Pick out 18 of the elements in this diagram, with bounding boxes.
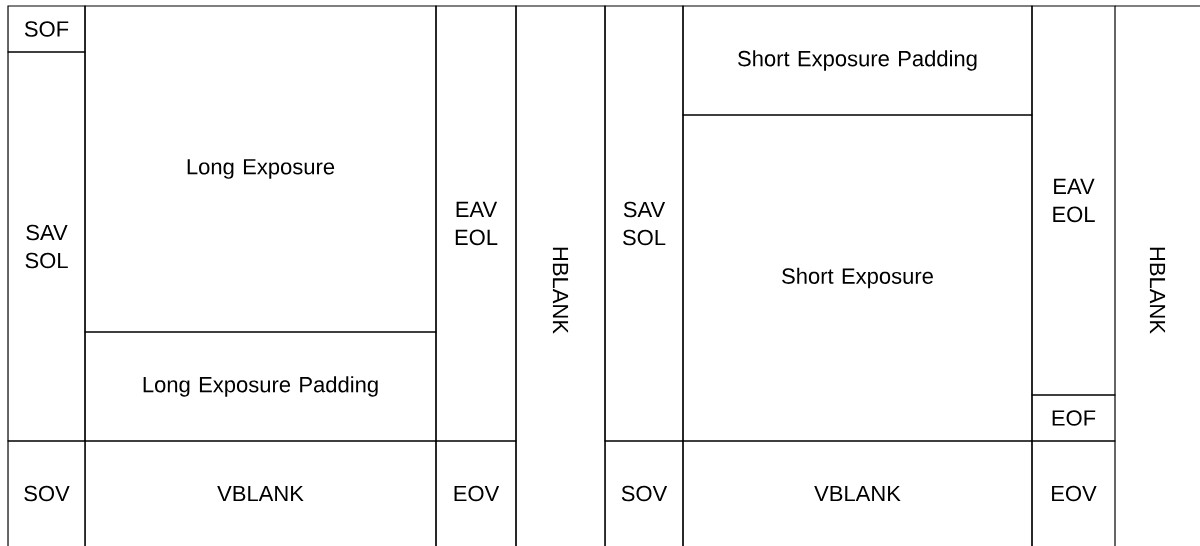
timing-cell: SAV SOL (7, 51, 86, 442)
timing-cell: EOV (435, 440, 517, 546)
timing-cell: EAV EOL (435, 5, 517, 442)
timing-cell: Long Exposure Padding (84, 331, 437, 442)
timing-cell: EAV EOL (1031, 5, 1116, 396)
timing-cell: SOF (7, 5, 86, 53)
timing-cell: EOV (1031, 440, 1116, 546)
timing-cell: SOV (604, 440, 684, 546)
column-label: HBLANK (1149, 247, 1166, 334)
timing-cell: HBLANK (515, 5, 606, 546)
timing-cell: SOV (7, 440, 86, 546)
timing-cell: VBLANK (682, 440, 1033, 546)
timing-cell: Short Exposure (682, 114, 1033, 442)
timing-cell: EOF (1031, 394, 1116, 442)
timing-cell: SAV SOL (604, 5, 684, 442)
timing-cell: Long Exposure (84, 5, 437, 333)
timing-cell: Short Exposure Padding (682, 5, 1033, 116)
timing-cell: VBLANK (84, 440, 437, 546)
